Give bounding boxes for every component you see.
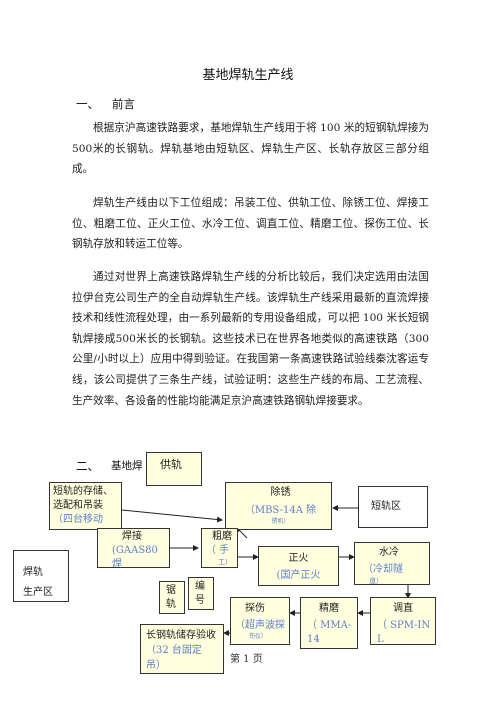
cool-line-1: 水冷 [379,547,399,558]
rough-grind-box: 粗磨 （ 手 工） [201,528,238,568]
straight-line-3: L [377,634,384,645]
numbering-box: 编 号 [188,577,214,610]
number-line-2: 号 [195,595,205,606]
supply-box: 供轨 [146,452,202,486]
supply-label: 供轨 [160,458,182,471]
page-title: 基地焊轨生产线 [202,68,294,83]
normalize-line-1: 正火 [288,553,309,564]
storage-line-3: （四台移动 [53,514,103,525]
weld-line-2: (GAAS80 焊 [112,545,158,568]
inspect-line-3: 伤仪） [249,633,268,640]
normalize-line-2: (国产正火 [276,570,321,581]
section-1-title: 前言 [112,97,135,111]
fine-grind-box: 精磨 （ MMA-14 LA [300,597,358,649]
paragraph-1: 根据京沪高速铁路要求，基地焊轨生产线用于将 100 米的短钢轨焊接为500米的长… [72,122,429,176]
storage-box: 短轨的存储、 选配和吊装 （四台移动 [49,482,122,530]
production-zone-box: 焊轨 生产区 [13,550,69,602]
derust-line-2: （MBS-14A 除 [244,505,317,516]
rough-line-1: 粗磨 [212,531,232,542]
section-2-number: 二、 [76,459,99,473]
saw-rail-box: 锯 轨 [159,581,185,614]
derust-line-3: 锈机） [271,518,290,525]
fine-line-1: 精磨 [319,603,339,614]
straight-line-1: 调直 [393,603,413,614]
short-zone-box: 短轨区 [358,486,428,528]
paragraph-3: 通过对世界上高速铁路焊轨生产线的分析比较后，我们决定选用由法国拉伊台克公司生产的… [72,271,429,407]
inspect-line-1: 探伤 [245,603,265,614]
normalize-box: 正火 (国产正火 [258,546,339,586]
section-1-number: 一、 [76,97,99,111]
straight-line-2: （ SPM-IN [377,620,431,631]
saw-line-2: 轨 [166,599,176,610]
inspect-line-2: （超声波探 [235,620,285,631]
fine-line-3: LA [307,647,357,648]
water-cool-box: 水冷 （冷却隧 道） [354,542,430,585]
page-number: 第 1 页 [230,654,263,665]
short-zone-label: 短轨区 [371,501,401,512]
cool-line-3: 道） [369,577,383,585]
long-store-line-3: 吊） [146,660,166,671]
paragraph-2: 焊轨生产线由以下工位组成：吊装工位、供轨工位、除锈工位、焊接工位、粗磨工位、正火… [72,197,429,251]
rough-line-2: （ 手 [206,545,230,556]
long-store-line-2: （32 台固定 [146,645,202,656]
straighten-box: 调直 （ SPM-IN L [370,597,436,645]
production-line-2: 生产区 [23,587,53,598]
inspection-box: 探伤 （超声波探 伤仪） [230,597,290,645]
cool-line-2: （冷却隧 [363,564,403,575]
long-store-line-1: 长钢轨储存验收 [146,630,216,641]
saw-line-1: 锯 [166,585,176,596]
production-line-1: 焊轨 [23,567,43,578]
rough-line-3: 工） [218,558,232,566]
fine-line-2: （ MMA-14 [307,620,352,645]
weld-box: 焊接 (GAAS80 焊 机) [97,528,170,568]
long-rail-storage-box: 长钢轨储存验收 （32 台固定 吊） [140,624,224,674]
section-2-title: 基地焊 [111,460,143,472]
storage-line-2: 选配和吊装 [53,500,103,511]
weld-line-1: 焊接 [122,531,142,542]
derust-line-1: 除锈 [270,487,291,498]
storage-line-1: 短轨的存储、 [53,486,113,497]
number-line-1: 编 [195,581,205,592]
derust-box: 除锈 （MBS-14A 除 锈机） [225,482,332,530]
